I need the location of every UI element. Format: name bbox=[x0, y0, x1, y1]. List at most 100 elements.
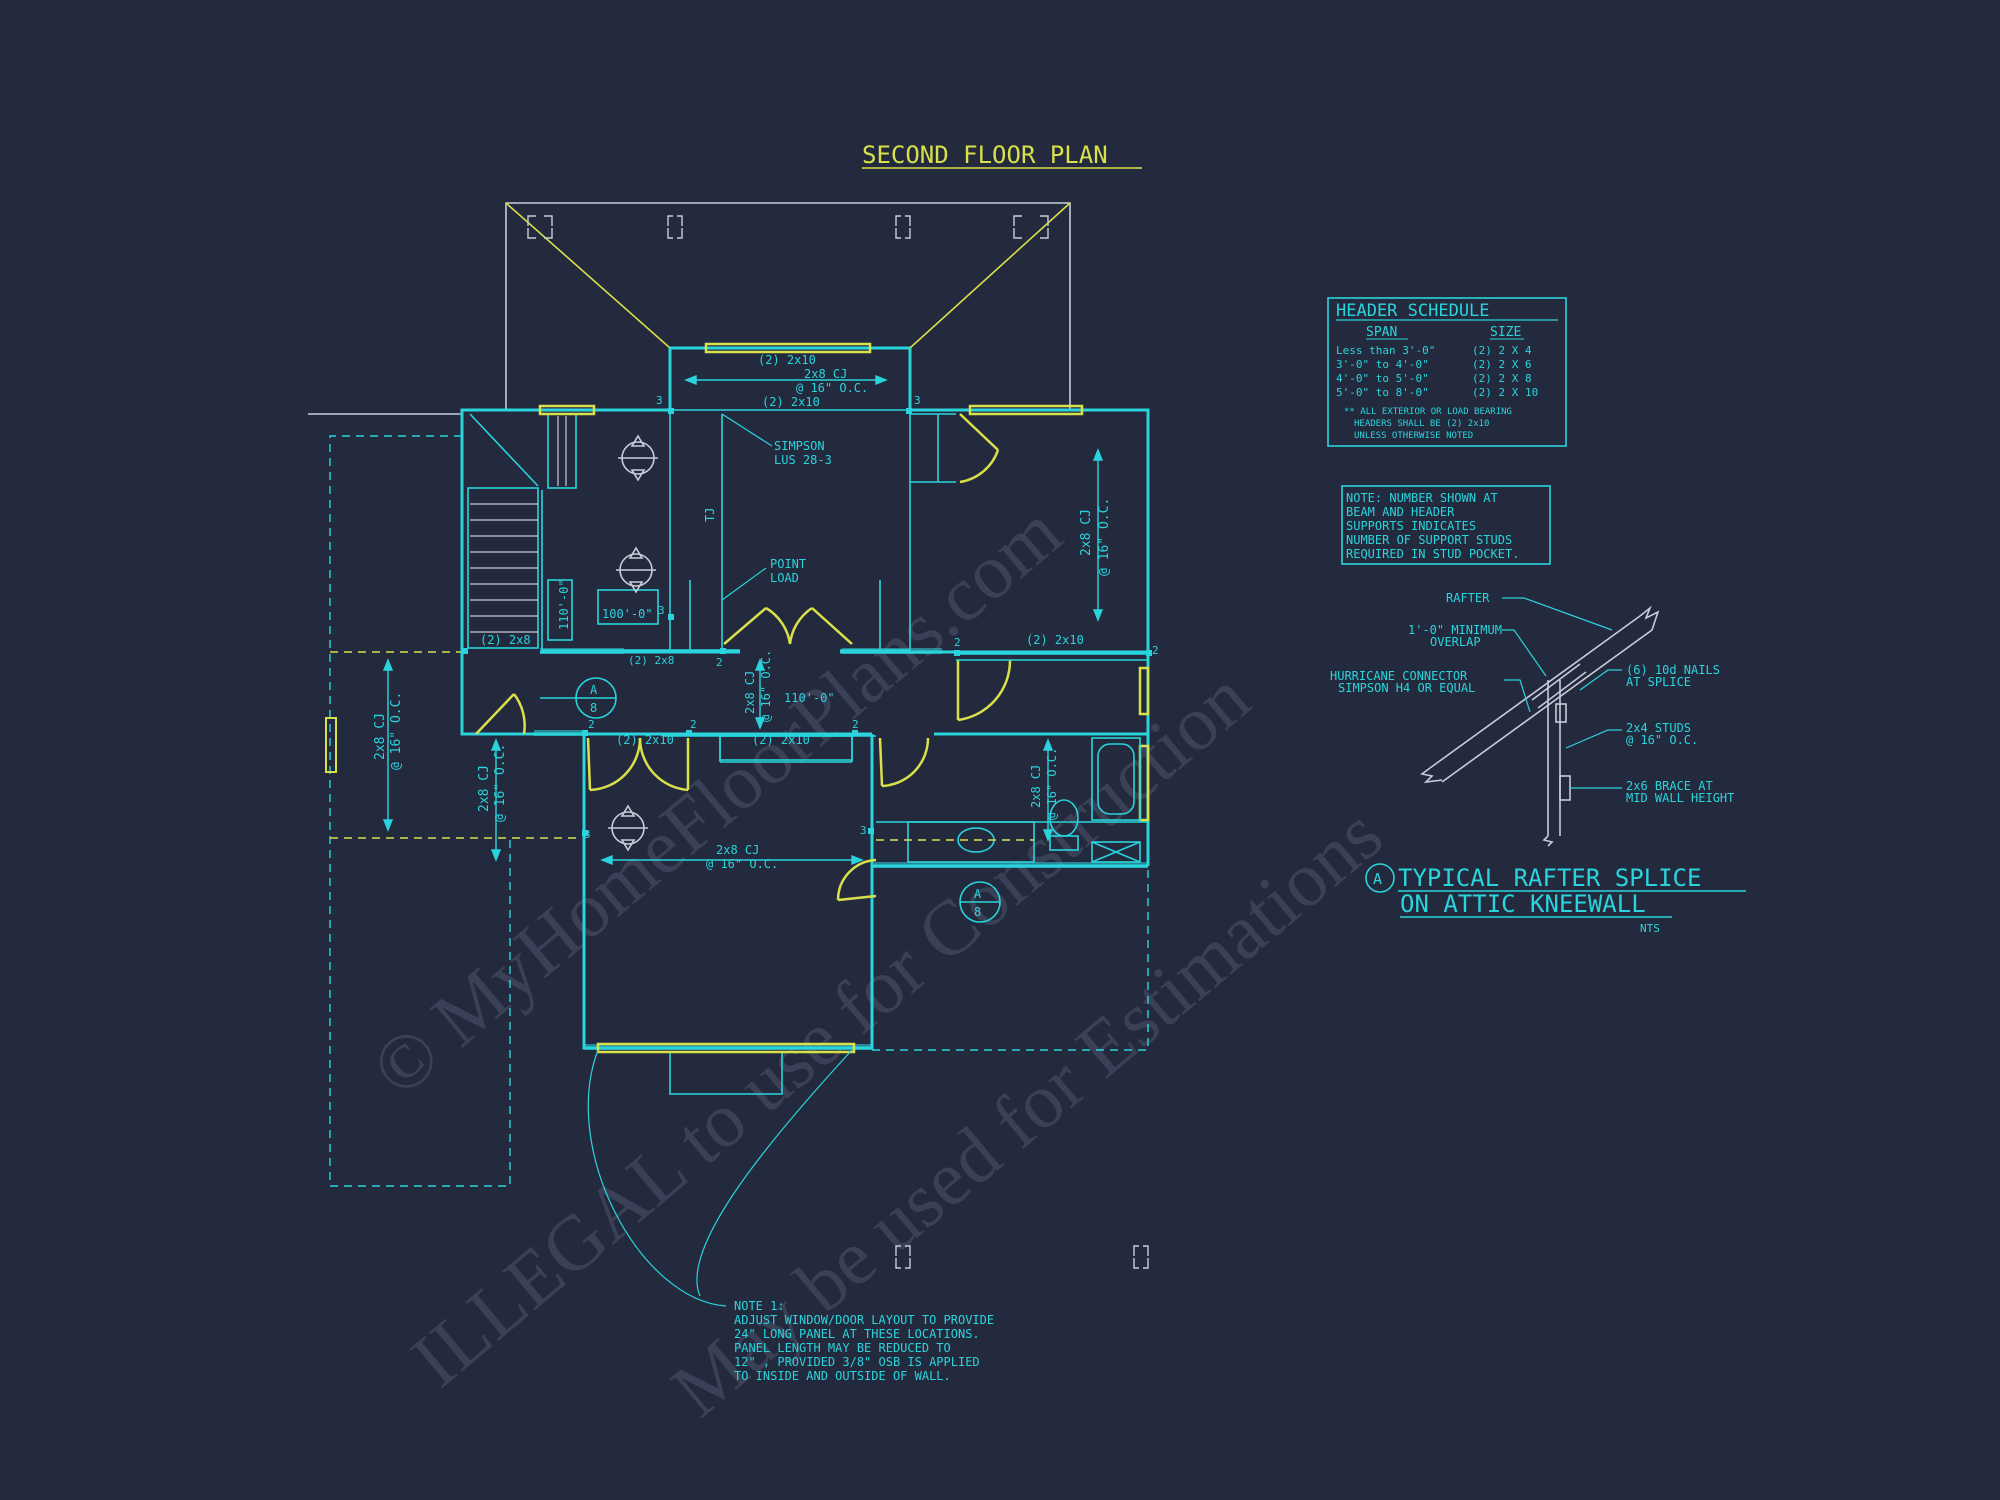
label-cj-center-spacing: @ 16" O.C. bbox=[759, 650, 773, 722]
label-cj-left-outer-spacing: @ 16" O.C. bbox=[389, 692, 404, 770]
stud-3a: 3 bbox=[656, 394, 663, 407]
label-cj-top: 2x8 CJ bbox=[804, 367, 847, 381]
detail-brace-1: 2x6 BRACE AT bbox=[1626, 779, 1713, 793]
detail-title-1: TYPICAL RAFTER SPLICE bbox=[1398, 864, 1701, 892]
bottom-note-3: 24" LONG PANEL AT THESE LOCATIONS. bbox=[734, 1327, 980, 1341]
stud-3c: 3 bbox=[658, 604, 665, 617]
label-cj-bath-spacing: @ 16" O.C. bbox=[1045, 748, 1059, 820]
label-cj-right-spacing: @ 16" O.C. bbox=[1097, 498, 1112, 576]
label-cj-left-inner-spacing: @ 16" O.C. bbox=[493, 744, 508, 822]
hs-row-3-size: (2) 2 X 8 bbox=[1472, 372, 1532, 385]
stud-2d: 2 bbox=[588, 718, 595, 731]
label-hdr-lower-a: (2) 2x10 bbox=[616, 733, 674, 747]
hs-row-1-size: (2) 2 X 4 bbox=[1472, 344, 1532, 357]
hs-note-2: HEADERS SHALL BE (2) 2x10 bbox=[1354, 419, 1489, 429]
label-cj-top-spacing: @ 16" O.C. bbox=[796, 381, 868, 395]
detail-studs-2: @ 16" O.C. bbox=[1626, 733, 1698, 747]
label-cj-left-outer: 2x8 CJ bbox=[373, 713, 388, 760]
stud-note-5: REQUIRED IN STUD POCKET. bbox=[1346, 547, 1519, 561]
windows bbox=[538, 342, 1150, 1054]
section-markers: A 8 A 8 bbox=[540, 677, 1001, 923]
label-ceiling-a: 110'-0" bbox=[557, 579, 571, 630]
label-cj-bath: 2x8 CJ bbox=[1029, 765, 1043, 808]
detail-scale: NTS bbox=[1640, 922, 1660, 935]
hs-row-2-span: 3'-0" to 4'-0" bbox=[1336, 358, 1429, 371]
stud-note-1: NOTE: NUMBER SHOWN AT bbox=[1346, 491, 1498, 505]
label-cj-bed: 2x8 CJ bbox=[716, 843, 759, 857]
bottom-note-1: NOTE 1: bbox=[734, 1299, 785, 1313]
detail-nails-1: (6) 10d NAILS bbox=[1626, 663, 1720, 677]
stud-2f: 2 bbox=[852, 718, 859, 731]
label-ceiling-b: 100'-0" bbox=[602, 607, 653, 621]
hs-row-2-size: (2) 2 X 6 bbox=[1472, 358, 1532, 371]
detail-overlap-1: 1'-0" MINIMUM bbox=[1408, 623, 1502, 637]
label-cj-bed-spacing: @ 16" O.C. bbox=[706, 857, 778, 871]
stud-note-4: NUMBER OF SUPPORT STUDS bbox=[1346, 533, 1512, 547]
hs-note-1: ** ALL EXTERIOR OR LOAD BEARING bbox=[1344, 407, 1512, 417]
label-header-top: (2) 2x10 bbox=[758, 353, 816, 367]
stud-note: NOTE: NUMBER SHOWN AT BEAM AND HEADER SU… bbox=[1341, 485, 1551, 565]
stud-2b: 2 bbox=[954, 636, 961, 649]
detail-hurricane-1: HURRICANE CONNECTOR bbox=[1330, 669, 1468, 683]
detail-marker: A bbox=[1373, 870, 1382, 888]
label-hdr-2x8-b: (2) 2x8 bbox=[628, 654, 674, 667]
header-schedule: HEADER SCHEDULE SPAN SIZE Less than 3'-0… bbox=[1327, 297, 1567, 447]
label-ceiling-c: 110'-0" bbox=[784, 691, 835, 705]
plan-labels: (2) 2x10 2x8 CJ @ 16" O.C. (2) 2x10 SIMP… bbox=[373, 353, 1159, 871]
stud-note-2: BEAM AND HEADER bbox=[1346, 505, 1455, 519]
stud-3e: 3 bbox=[860, 824, 867, 837]
detail-rafter: RAFTER bbox=[1446, 591, 1490, 605]
hs-row-1-span: Less than 3'-0" bbox=[1336, 344, 1435, 357]
stud-pockets bbox=[462, 408, 1152, 836]
detail-title-2: ON ATTIC KNEEWALL bbox=[1400, 890, 1646, 918]
header-schedule-title: HEADER SCHEDULE bbox=[1336, 301, 1490, 321]
stud-3b: 3 bbox=[914, 394, 921, 407]
dormer-window bbox=[325, 717, 337, 773]
hs-note-3: UNLESS OTHERWISE NOTED bbox=[1354, 431, 1473, 441]
stud-2c: 2 bbox=[1152, 644, 1159, 657]
label-header-mid: (2) 2x10 bbox=[762, 395, 820, 409]
header-schedule-col-span: SPAN bbox=[1366, 325, 1397, 340]
label-simpson-2: LUS 28-3 bbox=[774, 453, 832, 467]
doors bbox=[475, 413, 1012, 902]
hs-row-4-span: 5'-0" to 8'-0" bbox=[1336, 386, 1429, 399]
beams bbox=[664, 409, 1148, 761]
section-a-top: A bbox=[590, 683, 598, 697]
lower-roof-dashed bbox=[325, 435, 1149, 1187]
section-a-bottom: 8 bbox=[590, 701, 597, 715]
label-cj-center: 2x8 CJ bbox=[743, 671, 757, 714]
label-point-2: LOAD bbox=[770, 571, 799, 585]
section-b-top: A bbox=[974, 887, 982, 901]
bottom-note-6: TO INSIDE AND OUTSIDE OF WALL. bbox=[734, 1369, 951, 1383]
watermark: © MyHomeFloorPlans.com ILLEGAL to use fo… bbox=[355, 487, 1398, 1433]
header-schedule-col-size: SIZE bbox=[1490, 325, 1521, 340]
bottom-note-2: ADJUST WINDOW/DOOR LAYOUT TO PROVIDE bbox=[734, 1313, 994, 1327]
detail-overlap-2: OVERLAP bbox=[1430, 635, 1481, 649]
rafter-splice-detail: RAFTER 1'-0" MINIMUM OVERLAP HURRICANE C… bbox=[1330, 591, 1746, 935]
hs-row-4-size: (2) 2 X 10 bbox=[1472, 386, 1538, 399]
label-cj-right: 2x8 CJ bbox=[1079, 509, 1094, 556]
leaders bbox=[587, 413, 853, 1307]
label-hdr-2x8-a: (2) 2x8 bbox=[480, 633, 531, 647]
label-hdr-right: (2) 2x10 bbox=[1026, 633, 1084, 647]
plan-title: SECOND FLOOR PLAN bbox=[862, 141, 1108, 169]
detail-brace-2: MID WALL HEIGHT bbox=[1626, 791, 1734, 805]
stud-2a: 2 bbox=[716, 656, 723, 669]
label-point-1: POINT bbox=[770, 557, 806, 571]
label-cj-left-inner: 2x8 CJ bbox=[477, 765, 492, 812]
detail-hurricane-2: SIMPSON H4 OR EQUAL bbox=[1338, 681, 1475, 695]
bottom-note: NOTE 1: ADJUST WINDOW/DOOR LAYOUT TO PRO… bbox=[734, 1299, 994, 1383]
label-hdr-lower-b: (2) 2x10 bbox=[752, 733, 810, 747]
stud-note-3: SUPPORTS INDICATES bbox=[1346, 519, 1476, 533]
label-tj: TJ bbox=[703, 508, 717, 522]
hs-row-3-span: 4'-0" to 5'-0" bbox=[1336, 372, 1429, 385]
section-b-bottom: 8 bbox=[974, 905, 981, 919]
stud-2e: 2 bbox=[690, 718, 697, 731]
label-simpson-1: SIMPSON bbox=[774, 439, 825, 453]
bathroom-fixtures bbox=[876, 737, 1141, 863]
ceiling-fixtures bbox=[608, 434, 658, 852]
bottom-note-4: PANEL LENGTH MAY BE REDUCED TO bbox=[734, 1341, 951, 1355]
detail-studs-1: 2x4 STUDS bbox=[1626, 721, 1691, 735]
detail-nails-2: AT SPLICE bbox=[1626, 675, 1691, 689]
